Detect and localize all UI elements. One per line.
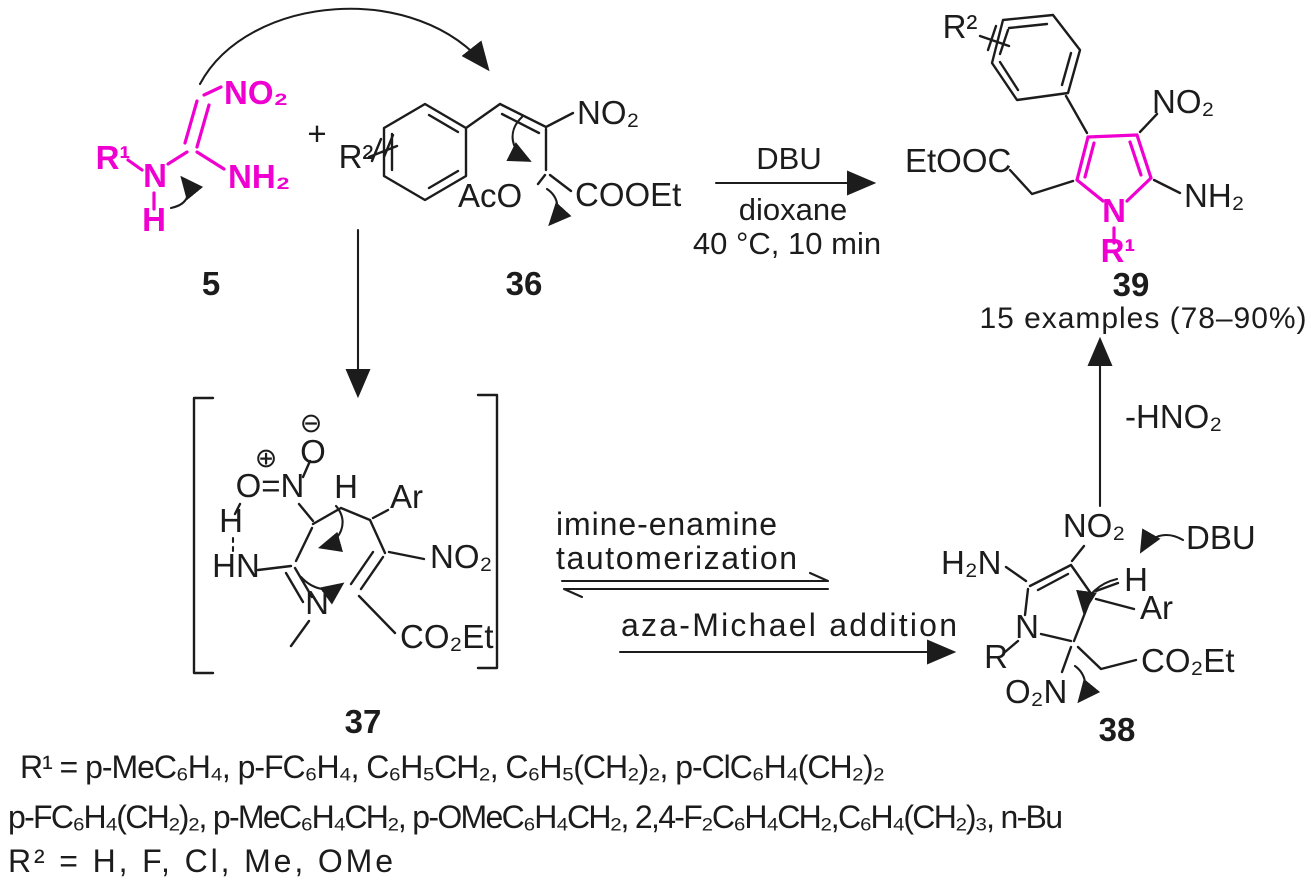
elimination-label: -HNO₂ bbox=[1125, 398, 1222, 435]
structure-37-bonds bbox=[233, 459, 426, 648]
h2n-label: H₂N bbox=[941, 544, 1001, 581]
equilibrium-step: imine-enamine tautomerization bbox=[556, 506, 830, 599]
plus-sign: + bbox=[307, 115, 326, 152]
brackets bbox=[192, 393, 499, 675]
dbu-label: DBU bbox=[1186, 519, 1256, 556]
compound-number: 36 bbox=[506, 265, 543, 302]
etooc-label: EtOOC bbox=[905, 142, 1011, 179]
electron-push-arrow bbox=[317, 504, 344, 553]
electron-push-arrow bbox=[506, 115, 532, 162]
nh2-label: NH₂ bbox=[1184, 177, 1244, 214]
curved-arrow-5-to-36 bbox=[198, 7, 490, 86]
o2n-label: O₂N bbox=[1005, 673, 1067, 710]
pyrrole-ring-bonds bbox=[1075, 133, 1153, 245]
structure-37: ⊖ O ⊕ O=N H H Ar HN N NO₂ CO₂Et 37 bbox=[192, 393, 499, 740]
co2et-label: CO₂Et bbox=[400, 618, 494, 655]
cooet-label: COOEt bbox=[575, 176, 681, 213]
electron-push-arrow bbox=[169, 175, 204, 210]
n-label: N bbox=[143, 157, 167, 194]
structure-5: NO₂ R¹ N H NH₂ 5 bbox=[96, 74, 291, 302]
compound-number: 5 bbox=[202, 265, 220, 302]
bridge-h-label: H bbox=[219, 502, 243, 539]
no2-label: NO₂ bbox=[1152, 83, 1214, 120]
r1-definition-line-2: p-FC₆H₄(CH₂)₂, p-MeC₆H₄CH₂, p-OMeC₆H₄CH₂… bbox=[8, 799, 1063, 835]
minus-charge: ⊖ bbox=[300, 408, 323, 438]
main-reaction-arrow: DBU dioxane 40 °C, 10 min bbox=[693, 141, 881, 261]
compound-number: 38 bbox=[1099, 711, 1136, 748]
solvent-label: dioxane bbox=[739, 192, 848, 227]
structure-36-bonds bbox=[367, 102, 575, 202]
electron-push-arrow bbox=[299, 575, 345, 605]
no2-label: NO₂ bbox=[224, 74, 288, 111]
no2-label: NO₂ bbox=[1063, 507, 1125, 544]
nitronate-on-label: O=N bbox=[236, 467, 305, 504]
hn-label: HN bbox=[212, 547, 260, 584]
compound-number: 39 bbox=[1113, 266, 1150, 303]
forward-label: aza-Michael addition bbox=[621, 607, 957, 643]
co2et-label: CO₂Et bbox=[1141, 642, 1235, 679]
no2-label: NO₂ bbox=[577, 94, 639, 131]
dbu-deprotonation-arrow bbox=[1139, 528, 1185, 554]
structure-38-bonds bbox=[1003, 544, 1138, 674]
structure-39: R² NO₂ EtOOC NH₂ N R¹ 39 15 examples (78… bbox=[905, 8, 1307, 335]
h-label: H bbox=[142, 201, 166, 238]
compound-number: 37 bbox=[345, 703, 382, 740]
ar-label: Ar bbox=[390, 478, 423, 515]
methine-h-label: H bbox=[334, 468, 358, 505]
ring-n-label: N bbox=[1015, 608, 1039, 645]
forward-step: aza-Michael addition bbox=[618, 607, 957, 665]
aco-label: AcO bbox=[458, 177, 522, 214]
ar-label: Ar bbox=[1140, 589, 1173, 626]
o-minus-label: O bbox=[300, 433, 326, 470]
substituent-legend: R¹ = p-MeC₆H₄, p-FC₆H₄, C₆H₅CH₂, C₆H₅(CH… bbox=[8, 749, 1063, 879]
r1-label: R¹ bbox=[96, 139, 131, 176]
r-label: R bbox=[984, 638, 1008, 675]
plus-charge: ⊕ bbox=[255, 443, 278, 473]
h-label: H bbox=[1124, 561, 1148, 598]
scope-yield-label: 15 examples (78–90%) bbox=[980, 302, 1307, 335]
r1-label: R¹ bbox=[1101, 232, 1136, 269]
equilibrium-label-1: imine-enamine bbox=[556, 506, 777, 542]
r2-definition-line: R² = H, F, Cl, Me, OMe bbox=[8, 843, 393, 879]
temp-time-label: 40 °C, 10 min bbox=[693, 226, 881, 261]
ring-n-label: N bbox=[1102, 192, 1126, 229]
nitro-leaving-arrow bbox=[1073, 664, 1101, 704]
r2-label: R² bbox=[943, 8, 978, 45]
structure-39-black-bonds bbox=[978, 13, 1182, 196]
electron-push-arrow bbox=[1076, 577, 1119, 615]
r1-definition-line-1: R¹ = p-MeC₆H₄, p-FC₆H₄, C₆H₅CH₂, C₆H₅(CH… bbox=[20, 749, 885, 785]
no2-label: NO₂ bbox=[430, 538, 492, 575]
equilibrium-arrows bbox=[560, 571, 830, 599]
nh2-label: NH₂ bbox=[228, 158, 290, 195]
leaving-group-arrow bbox=[545, 187, 572, 227]
r2-label: R² bbox=[339, 138, 374, 175]
structure-36: R² NO₂ AcO COOEt 36 bbox=[339, 94, 682, 302]
structure-5-bonds bbox=[126, 85, 226, 211]
equilibrium-label-2: tautomerization bbox=[556, 540, 797, 576]
structure-38: NO₂ DBU H₂N H Ar N R O₂N CO₂Et 38 bbox=[941, 507, 1256, 748]
reagent-label: DBU bbox=[756, 141, 821, 176]
